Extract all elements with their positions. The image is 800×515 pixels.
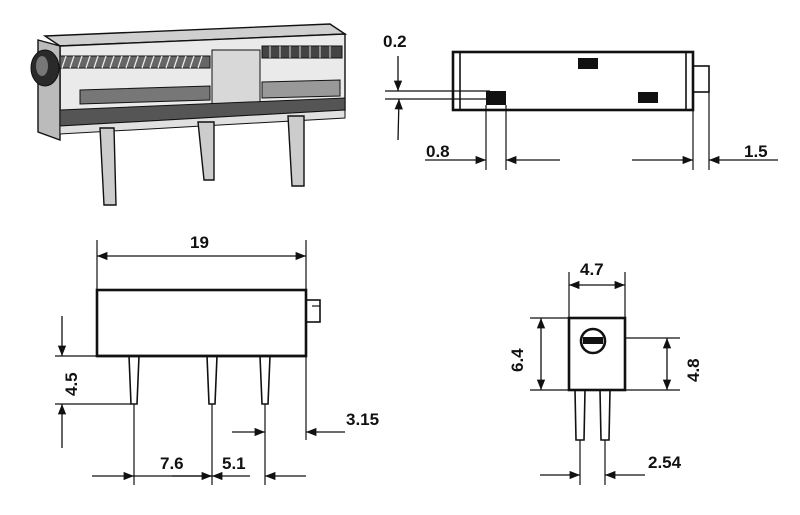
dim-pin-length: 4.5 (62, 372, 81, 396)
perspective-illustration (30, 23, 348, 206)
dim-adjuster-width: 3.15 (346, 410, 379, 429)
dim-body-height: 6.4 (508, 348, 527, 372)
dim-pin-row-spacing: 2.54 (648, 453, 682, 472)
dim-pin-pitch-1: 7.6 (160, 454, 184, 473)
front-view: 19 4.5 3.15 7.6 5.1 (55, 233, 379, 485)
top-view: 0.2 0.8 1.5 (383, 32, 778, 170)
dim-body-length: 19 (190, 233, 209, 252)
side-view: 4.7 6.4 4.8 2.54 (508, 260, 703, 485)
dim-adjuster-protrusion: 1.5 (744, 142, 768, 161)
dim-pin-pitch-2: 5.1 (222, 454, 246, 473)
dim-pin-standoff: 0.2 (383, 32, 407, 51)
dim-body-width: 4.7 (580, 260, 604, 279)
dim-pin-offset-left: 0.8 (426, 142, 450, 161)
dim-adjuster-height: 4.8 (684, 358, 703, 382)
